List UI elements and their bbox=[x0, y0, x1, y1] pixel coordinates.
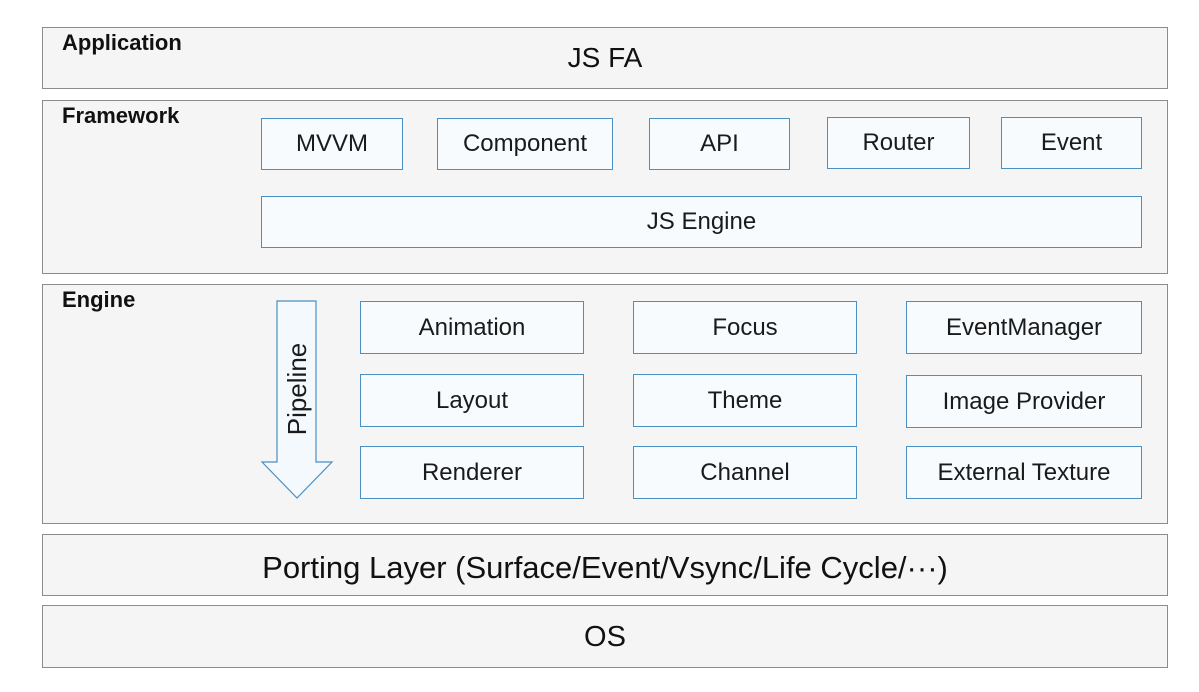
js-fa-label: JS FA bbox=[567, 42, 643, 73]
engine-module-external-texture: External Texture bbox=[906, 446, 1142, 499]
pipeline-arrow-icon bbox=[260, 300, 334, 499]
engine-module-renderer: Renderer bbox=[360, 446, 584, 499]
framework-module-event: Event bbox=[1001, 117, 1142, 169]
framework-module-component: Component bbox=[437, 118, 613, 170]
engine-module-channel: Channel bbox=[633, 446, 857, 499]
js-engine-box: JS Engine bbox=[261, 196, 1142, 248]
engine-module-animation: Animation bbox=[360, 301, 584, 354]
porting-layer-label: Porting Layer (Surface/Event/Vsync/Life … bbox=[262, 550, 948, 585]
porting-layer: Porting Layer (Surface/Event/Vsync/Life … bbox=[42, 534, 1168, 596]
application-layer-label: Application bbox=[62, 30, 182, 55]
pipeline-label: Pipeline bbox=[282, 342, 312, 436]
engine-module-eventmanager: EventManager bbox=[906, 301, 1142, 354]
engine-layer-label: Engine bbox=[62, 287, 136, 312]
framework-module-api: API bbox=[649, 118, 790, 170]
framework-layer-label: Framework bbox=[62, 103, 180, 128]
os-label: OS bbox=[584, 621, 626, 653]
engine-module-layout: Layout bbox=[360, 374, 584, 427]
os-layer: OS bbox=[42, 605, 1168, 668]
framework-module-mvvm: MVVM bbox=[261, 118, 403, 170]
application-layer: Application JS FA bbox=[42, 27, 1168, 89]
framework-module-router: Router bbox=[827, 117, 970, 169]
engine-module-focus: Focus bbox=[633, 301, 857, 354]
engine-module-image-provider: Image Provider bbox=[906, 375, 1142, 428]
engine-module-theme: Theme bbox=[633, 374, 857, 427]
